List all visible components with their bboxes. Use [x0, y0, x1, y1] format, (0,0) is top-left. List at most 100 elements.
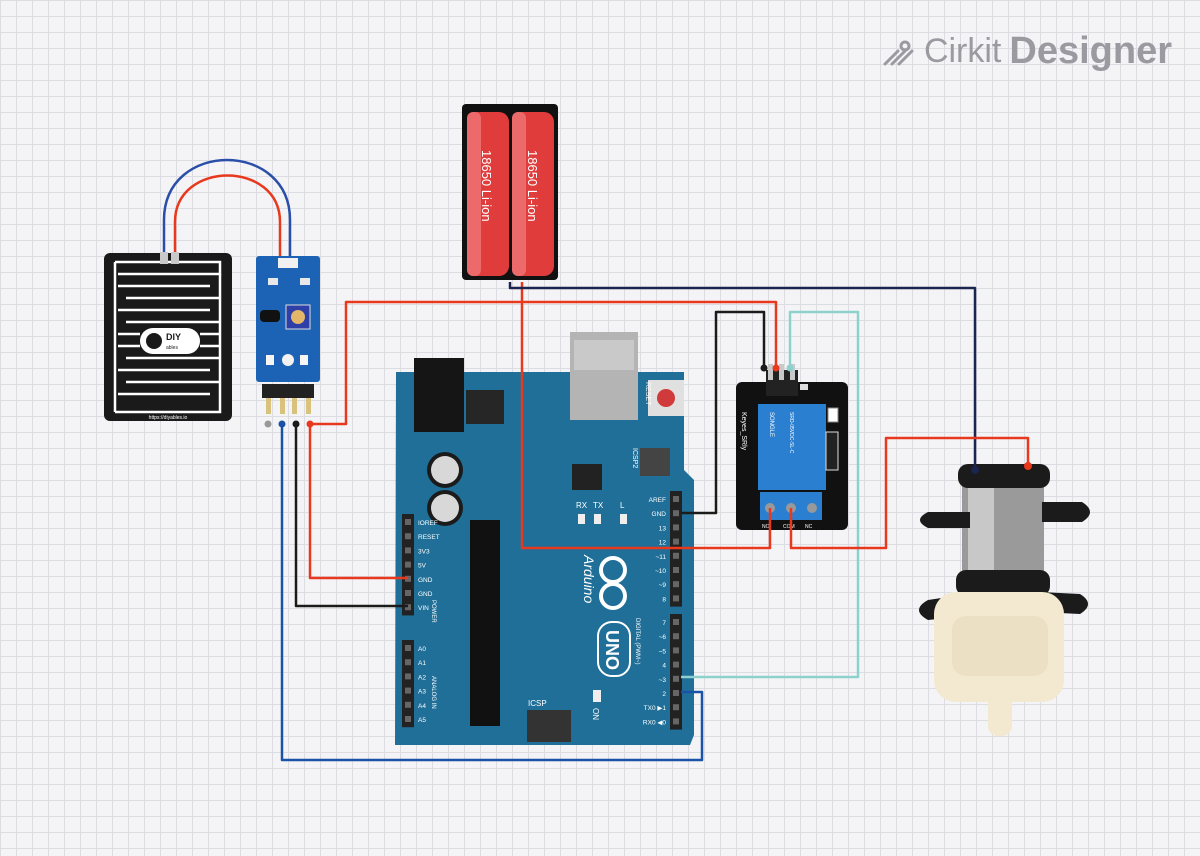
header-pin[interactable] — [673, 567, 679, 573]
header-pin[interactable] — [673, 633, 679, 640]
cirkit-designer-logo: Cirkit Designer — [882, 30, 1172, 73]
pin-label: GND — [418, 591, 433, 598]
pin-label: A5 — [418, 717, 426, 724]
water-pump[interactable] — [919, 462, 1090, 736]
relay-pin-no: NO — [762, 524, 770, 530]
on-label: ON — [591, 708, 600, 720]
tx-label: TX — [593, 501, 604, 510]
wire-d3-to-relay-in — [681, 310, 860, 679]
header-pin[interactable] — [673, 595, 679, 602]
pin-label: ~5 — [659, 648, 667, 655]
header-pin[interactable] — [405, 659, 411, 666]
pin-label: A4 — [418, 703, 426, 710]
header-pin[interactable] — [405, 519, 411, 525]
header-pin[interactable] — [405, 716, 411, 722]
pin-label: ~6 — [659, 634, 667, 641]
header-pin[interactable] — [405, 590, 411, 596]
pin-label: ~9 — [659, 582, 667, 589]
battery-cell-1-label: 18650 Li-ion — [479, 150, 494, 222]
header-pin[interactable] — [405, 673, 411, 680]
pin-label: 8 — [662, 596, 666, 603]
header-pin[interactable] — [673, 704, 679, 711]
pin-label: A1 — [418, 660, 426, 667]
wire-sensor-gnd-to-gnd — [294, 424, 408, 608]
pin-label: 2 — [662, 691, 666, 698]
arduino-infinity-logo — [599, 556, 627, 610]
wire-relay-com-to-pump — [789, 436, 1030, 550]
arduino-header-pins: IOREFRESET3V35VGNDGNDVINA0A1A2A3A4A5AREF… — [402, 491, 682, 730]
wire-sensor-do-to-d2 — [280, 424, 704, 762]
header-pin[interactable] — [673, 647, 679, 654]
pin-label: 7 — [662, 620, 666, 627]
relay-part-label: SRD-05VDC-SL-C — [788, 412, 794, 454]
pin-label: 3V3 — [418, 548, 430, 555]
arduino-model: UNO — [602, 630, 622, 670]
header-pin[interactable] — [673, 496, 679, 502]
pin-label: 4 — [662, 663, 666, 670]
header-pin[interactable] — [673, 690, 679, 696]
header-pin[interactable] — [405, 701, 411, 708]
battery-holder[interactable]: 18650 Li-ion 18650 Li-ion — [462, 104, 558, 280]
pin-label: A3 — [418, 689, 426, 696]
junction-dots — [264, 364, 794, 428]
pin-label: ~10 — [655, 568, 666, 575]
relay-pin-nc: NC — [805, 524, 813, 530]
rain-sensor-logo: DIY — [166, 332, 181, 342]
relay-songle-label: SONGLE — [768, 412, 774, 437]
arduino-uno-board[interactable]: RESET ICSP2 RX TX L ICSP ON Arduino — [395, 332, 694, 745]
wire-battery-pos-to-relay-no — [520, 282, 772, 550]
relay-pin-com: COM — [783, 524, 795, 530]
digital-header: DIGITAL (PWM~) — [634, 618, 640, 665]
pin-label: ~3 — [659, 677, 667, 684]
reset-label: RESET — [644, 382, 651, 406]
wire-5v-to-relay-vcc — [310, 300, 778, 426]
pin-label: RX0 ◀0 — [643, 719, 666, 726]
rain-sensor-footer: https://diyables.io — [149, 415, 188, 421]
sensor-cable-blue — [162, 158, 292, 262]
l-label: L — [620, 501, 625, 510]
cirkit-logo-icon — [883, 40, 914, 65]
header-pin[interactable] — [673, 538, 679, 545]
battery-cell-2-label: 18650 Li-ion — [525, 150, 540, 222]
pin-label: GND — [418, 577, 433, 584]
wire-sensor-vcc-to-5v — [308, 424, 408, 580]
pin-label: 5V — [418, 563, 427, 570]
pin-label: ~11 — [655, 554, 666, 561]
wire-battery-neg-to-pump — [508, 282, 977, 470]
header-pin[interactable] — [673, 718, 679, 725]
pin-label: VIN — [418, 605, 429, 612]
pin-label: 13 — [659, 525, 667, 532]
header-pin[interactable] — [405, 561, 411, 568]
rx-label: RX — [576, 501, 588, 510]
header-pin[interactable] — [405, 547, 411, 554]
header-pin[interactable] — [673, 661, 679, 668]
brand-name-bold: Designer — [1009, 30, 1172, 72]
power-header: POWER — [430, 600, 436, 623]
rain-sensor-plate[interactable]: DIY ables https://diyables.io — [104, 252, 232, 421]
pin-label: 12 — [659, 540, 667, 547]
header-pin[interactable] — [673, 675, 679, 682]
pin-label: A0 — [418, 646, 426, 653]
pin-label: RESET — [418, 534, 440, 541]
wire-gnd-to-relay-gnd — [681, 310, 766, 515]
relay-module[interactable]: SONGLE SRD-05VDC-SL-C Keyes_SRly NO COM … — [736, 364, 848, 530]
header-pin[interactable] — [405, 533, 411, 540]
analog-header: ANALOG IN — [430, 676, 436, 709]
icsp-label: ICSP — [528, 699, 547, 708]
header-pin[interactable] — [673, 619, 679, 625]
pin-label: TX0 ▶1 — [644, 705, 667, 712]
header-pin[interactable] — [405, 645, 411, 651]
header-pin[interactable] — [405, 687, 411, 694]
pin-label: AREF — [649, 497, 666, 504]
relay-brand-label: Keyes_SRly — [740, 412, 747, 451]
header-pin[interactable] — [673, 552, 679, 559]
brand-name-light: Cirkit — [923, 32, 1002, 70]
header-pin[interactable] — [673, 510, 679, 517]
pin-label: GND — [652, 511, 667, 518]
header-pin[interactable] — [673, 524, 679, 531]
rain-sensor-module[interactable] — [256, 256, 320, 414]
sensor-cable-red — [173, 174, 282, 262]
header-pin[interactable] — [673, 581, 679, 588]
icsp2-label: ICSP2 — [631, 448, 638, 468]
